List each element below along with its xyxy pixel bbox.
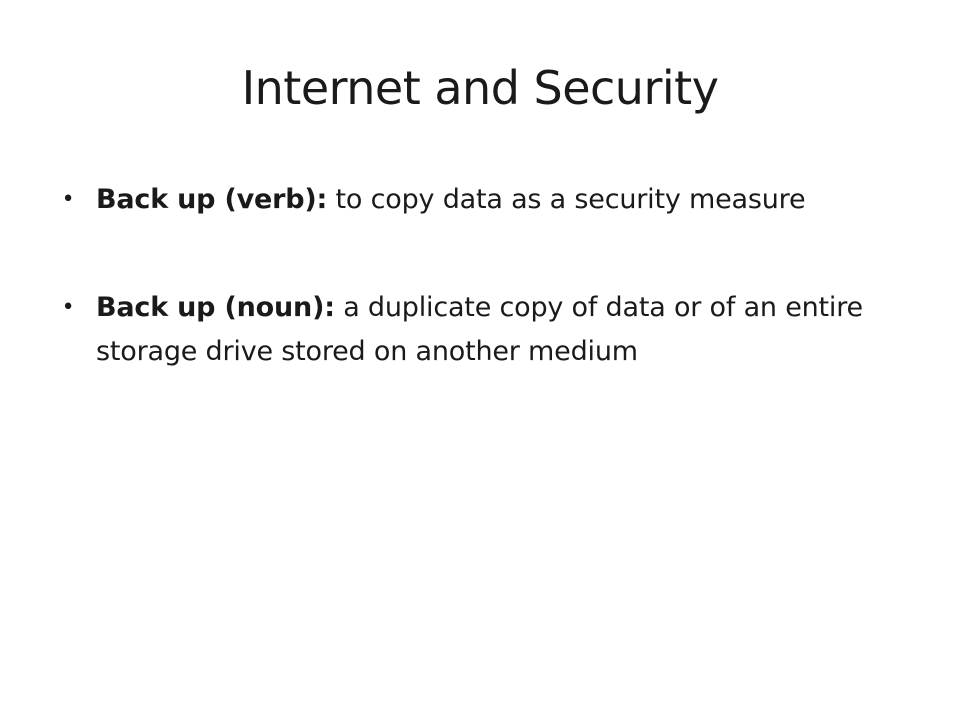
bullet-item-back-up-noun: • Back up (noun): a duplicate copy of da… — [58, 286, 888, 374]
bullet-dot-icon: • — [61, 295, 75, 320]
bullet-list: • Back up (verb): to copy data as a secu… — [58, 178, 888, 438]
bullet-term: Back up (verb): — [96, 184, 328, 215]
bullet-definition: to copy data as a security measure — [327, 184, 806, 215]
bullet-term: Back up (noun): — [96, 292, 335, 323]
bullet-dot-icon: • — [61, 187, 75, 212]
bullet-definition: a duplicate copy of data or of an entire… — [96, 292, 863, 367]
bullet-item-back-up-verb: • Back up (verb): to copy data as a secu… — [58, 178, 888, 222]
slide-title: Internet and Security — [241, 61, 719, 115]
